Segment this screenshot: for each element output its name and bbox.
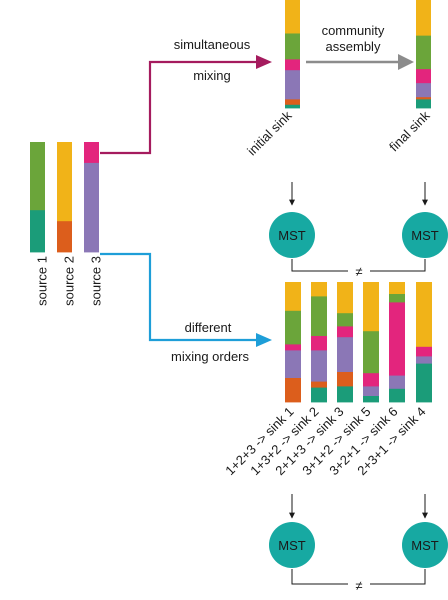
source-1-segment-teal — [30, 210, 45, 253]
simultaneous-mixing-arrow — [100, 55, 272, 155]
source-1-segment-green — [30, 142, 45, 211]
sink-6-segment-teal — [389, 388, 405, 403]
mixing-label: mixing — [193, 68, 231, 83]
sink-2-segment-green — [311, 296, 327, 337]
sink-3-segment-orange — [337, 372, 353, 387]
source-2-segment-orange — [57, 221, 72, 253]
mst-sink1-node: MST — [269, 522, 315, 568]
final-sink-label: final sink — [386, 108, 433, 155]
sink-1-segment-orange — [285, 378, 301, 403]
sink-3-segment-green — [337, 313, 353, 327]
sink-6-segment-magenta — [389, 302, 405, 376]
sink-1-segment-yellow — [285, 282, 301, 312]
initial-sink-segment-orange — [285, 99, 300, 106]
source-3-segment-magenta — [84, 142, 99, 164]
initial-sink-segment-yellow — [285, 0, 300, 34]
mst-final-label: MST — [411, 228, 439, 243]
sink-5-segment-magenta — [363, 373, 379, 387]
bottom-sink-labels: 1+2+3 -> sink 1 1+3+2 -> sink 2 2+1+3 ->… — [222, 404, 428, 478]
source-3-segment-purple — [84, 162, 99, 253]
source-bars — [30, 142, 99, 253]
sink-5-segment-yellow — [363, 282, 379, 332]
final-sink-segment-teal — [416, 99, 431, 109]
sink-5-segment-green — [363, 331, 379, 374]
sink-2-segment-magenta — [311, 336, 327, 351]
mst-sink4-label: MST — [411, 538, 439, 553]
top-sink-bars — [285, 0, 431, 109]
final-sink-segment-purple — [416, 83, 431, 98]
source-2-label: source 2 — [61, 256, 76, 306]
sink-4-segment-yellow — [416, 282, 432, 348]
sink-3-segment-teal — [337, 386, 353, 403]
mst-initial-node: MST — [269, 212, 315, 258]
mst-initial-label: MST — [278, 228, 306, 243]
different-label: different — [185, 320, 232, 335]
assembly-label: assembly — [326, 39, 381, 54]
sink-4-segment-magenta — [416, 346, 432, 357]
sink-3-segment-purple — [337, 337, 353, 373]
sink-2-segment-yellow — [311, 282, 327, 297]
initial-sink-segment-teal — [285, 104, 300, 109]
different-orders-arrow — [100, 252, 272, 347]
initial-sink-segment-magenta — [285, 59, 300, 71]
sink-4-segment-purple — [416, 356, 432, 364]
source-2-segment-yellow — [57, 142, 72, 222]
initial-sink-segment-purple — [285, 70, 300, 100]
source-1-label: source 1 — [34, 256, 49, 306]
bottom-sink-bars — [285, 282, 432, 403]
final-sink-segment-magenta — [416, 69, 431, 84]
mst-sink4-node: MST — [402, 522, 448, 568]
final-sink-segment-orange — [416, 97, 431, 100]
sink-6-segment-yellow — [389, 282, 405, 295]
sink-5-segment-purple — [363, 386, 379, 397]
initial-sink-label: initial sink — [244, 108, 295, 159]
sink-2-segment-teal — [311, 387, 327, 403]
mst-sink1-label: MST — [278, 538, 306, 553]
top-not-equal-sign: ≠ — [355, 264, 362, 279]
mst-final-node: MST — [402, 212, 448, 258]
simultaneous-label: simultaneous — [174, 37, 251, 52]
sink-6-segment-green — [389, 294, 405, 303]
sink-4-segment-teal — [416, 363, 432, 403]
sink-1-segment-green — [285, 310, 301, 345]
community-label: community — [322, 23, 385, 38]
final-sink-segment-green — [416, 35, 431, 70]
sink-1-segment-purple — [285, 350, 301, 379]
final-sink-segment-yellow — [416, 0, 431, 37]
sink-3-segment-magenta — [337, 326, 353, 338]
sink-2-segment-purple — [311, 350, 327, 382]
mixing-orders-label: mixing orders — [171, 349, 250, 364]
sink-5-segment-teal — [363, 396, 379, 403]
initial-sink-segment-green — [285, 33, 300, 60]
sink-6-segment-purple — [389, 375, 405, 390]
source-3-label: source 3 — [88, 256, 103, 306]
bottom-not-equal-sign: ≠ — [355, 578, 362, 593]
sink-3-segment-yellow — [337, 282, 353, 314]
community-assembly-arrow — [306, 54, 414, 70]
sink-2-segment-orange — [311, 381, 327, 388]
sink-1-segment-magenta — [285, 344, 301, 351]
